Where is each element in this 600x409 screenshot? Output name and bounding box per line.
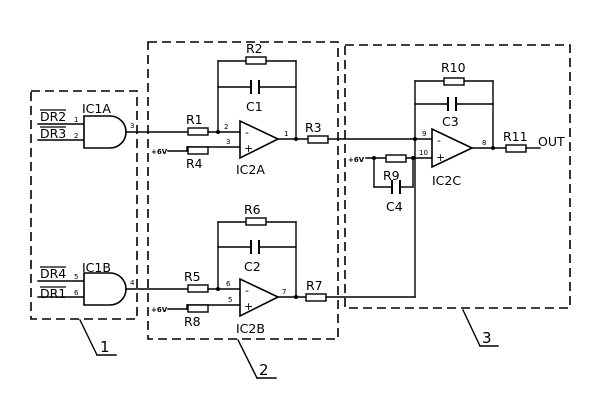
ic1b-and-gate <box>83 272 127 306</box>
block-3-box <box>344 44 571 309</box>
ic2c-out-node <box>491 146 495 150</box>
r11-resistor <box>505 144 527 153</box>
ic2c-pin9: 9 <box>422 130 426 138</box>
block-2-leader <box>237 339 258 379</box>
ic2c-plus: + <box>436 151 445 164</box>
ic1a-pin2: 2 <box>74 132 78 140</box>
ic2b-minus: - <box>245 284 249 297</box>
block-1-box <box>30 90 138 320</box>
ic1a-pin1: 1 <box>74 116 78 124</box>
block-1-label: 1 <box>100 338 110 356</box>
ic1b-pin6: 6 <box>74 289 79 297</box>
r9-resistor <box>385 154 407 163</box>
out-label: OUT <box>538 134 565 149</box>
ic2b-v6: +6V <box>151 306 168 314</box>
r3-label: R3 <box>305 120 322 135</box>
ic2b-pin7: 7 <box>282 288 286 296</box>
block-2-box <box>147 41 339 340</box>
ic2b-pin5: 5 <box>228 296 232 304</box>
ic1a-label: IC1A <box>82 101 111 116</box>
ic2b-plus: + <box>244 300 253 313</box>
ic2b-opamp <box>239 277 280 318</box>
r2-label: R2 <box>246 41 263 56</box>
ic2a-plus: + <box>244 142 253 155</box>
r6-label: R6 <box>244 202 261 217</box>
ic2b-out-node <box>294 295 298 299</box>
ic2c-pin8: 8 <box>482 139 486 147</box>
ic2a-out-node <box>294 137 298 141</box>
ic2a-pin2: 2 <box>224 123 228 131</box>
block-2-label: 2 <box>259 361 269 379</box>
ic1b-pin4: 4 <box>130 279 135 287</box>
r10-resistor <box>443 77 465 86</box>
dr2-label: DR2 <box>40 109 66 124</box>
r3-resistor <box>307 135 329 144</box>
r5-resistor <box>187 284 209 293</box>
r4-resistor <box>187 146 209 155</box>
dr3-label: DR3 <box>40 126 66 141</box>
ic2b-pin6: 6 <box>226 280 231 288</box>
ic2c-pin10: 10 <box>419 149 428 157</box>
ic1b-label: IC1B <box>82 260 111 275</box>
block-3-leader <box>462 309 481 347</box>
r9-label: R9 <box>383 168 400 183</box>
ic2a-pin3: 3 <box>226 138 230 146</box>
r10-label: R10 <box>441 60 466 75</box>
ic2a-pin1: 1 <box>284 130 288 138</box>
r5-label: R5 <box>184 269 201 284</box>
ic1a-pin3: 3 <box>130 122 134 130</box>
ic2a-label: IC2A <box>236 162 265 177</box>
r1-label: R1 <box>186 112 203 127</box>
r1-resistor <box>187 127 209 136</box>
ic2a-opamp <box>239 119 280 160</box>
ic2a-v6: +6V <box>151 148 168 156</box>
r8-resistor <box>187 304 209 313</box>
ic2c-v6: +6V <box>348 156 365 164</box>
block-1-leader <box>79 319 98 356</box>
ic2c-label: IC2C <box>432 173 461 188</box>
block-3-label: 3 <box>482 329 492 347</box>
r8-label: R8 <box>184 314 201 329</box>
c2-label: C2 <box>244 259 261 274</box>
ic2c-minus: - <box>437 134 441 147</box>
c1-label: C1 <box>246 99 263 114</box>
ic2c-opamp <box>431 127 474 169</box>
dr1-label: DR1 <box>40 286 66 301</box>
r6-resistor <box>245 217 267 226</box>
ic2b-label: IC2B <box>236 321 265 336</box>
r7-label: R7 <box>306 278 323 293</box>
dr4-label: DR4 <box>40 266 66 281</box>
ic1a-and-gate <box>83 115 127 149</box>
r7-resistor <box>305 293 327 302</box>
c3-label: C3 <box>442 114 459 129</box>
c4-label: C4 <box>386 199 403 214</box>
r2-resistor <box>245 56 267 65</box>
r11-label: R11 <box>503 129 528 144</box>
r4-label: R4 <box>186 156 203 171</box>
ic2a-minus: - <box>245 126 249 139</box>
ic1b-pin5: 5 <box>74 273 78 281</box>
